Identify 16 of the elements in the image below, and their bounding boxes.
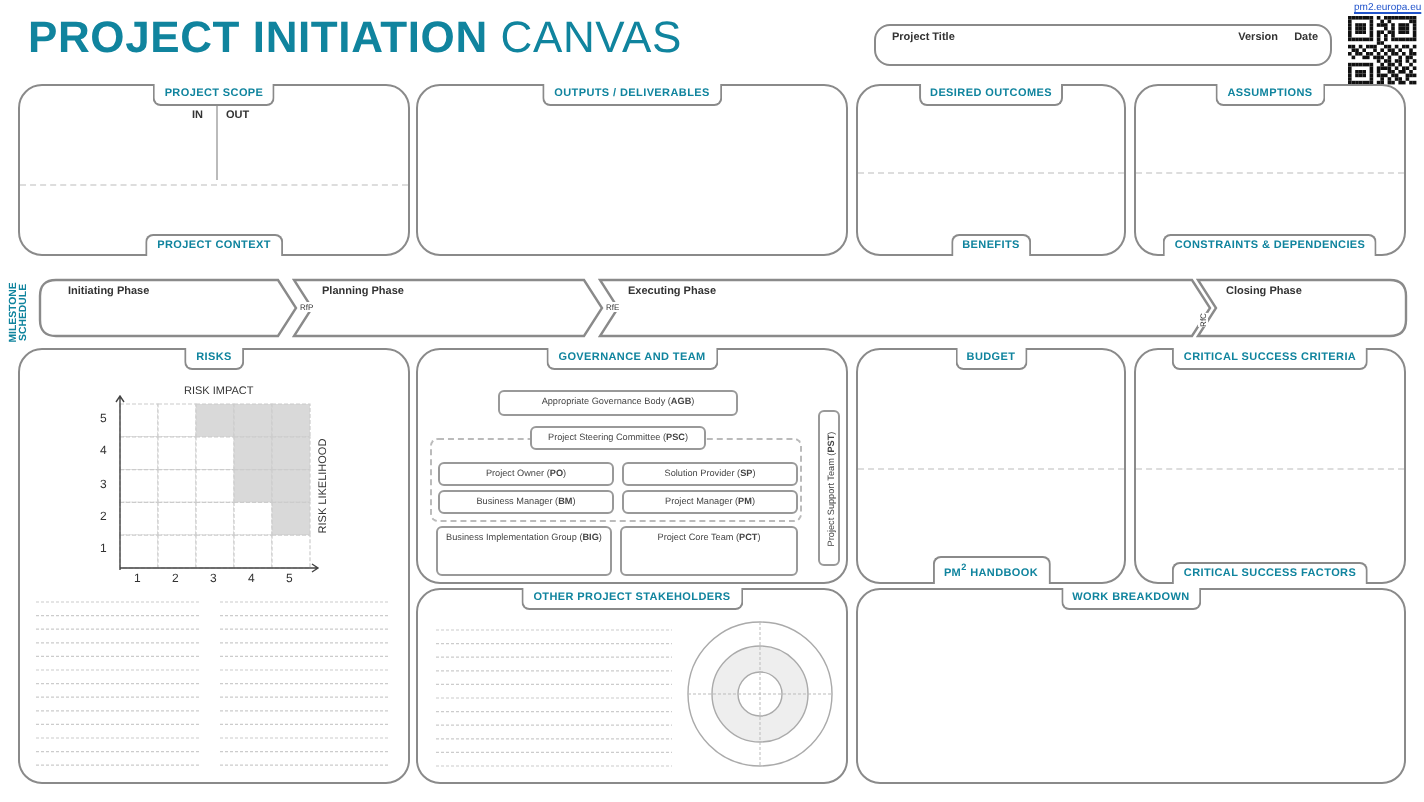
canvas-section	[416, 348, 848, 584]
canvas-section	[856, 348, 1126, 584]
canvas-title: PROJECT INITIATION CANVAS	[28, 12, 682, 64]
phase-banner	[1198, 280, 1406, 336]
project-info-field	[874, 24, 1332, 66]
canvas-section	[1134, 84, 1406, 256]
canvas-section	[416, 84, 848, 256]
phase-banner	[294, 280, 602, 336]
phase-banner	[600, 280, 1210, 336]
canvas-section	[1134, 348, 1406, 584]
canvas-section	[18, 84, 410, 256]
canvas-section	[856, 84, 1126, 256]
phase-banner	[40, 280, 296, 336]
canvas-section	[856, 588, 1406, 784]
dashed-group-frame	[430, 438, 802, 522]
role-box	[818, 410, 840, 566]
